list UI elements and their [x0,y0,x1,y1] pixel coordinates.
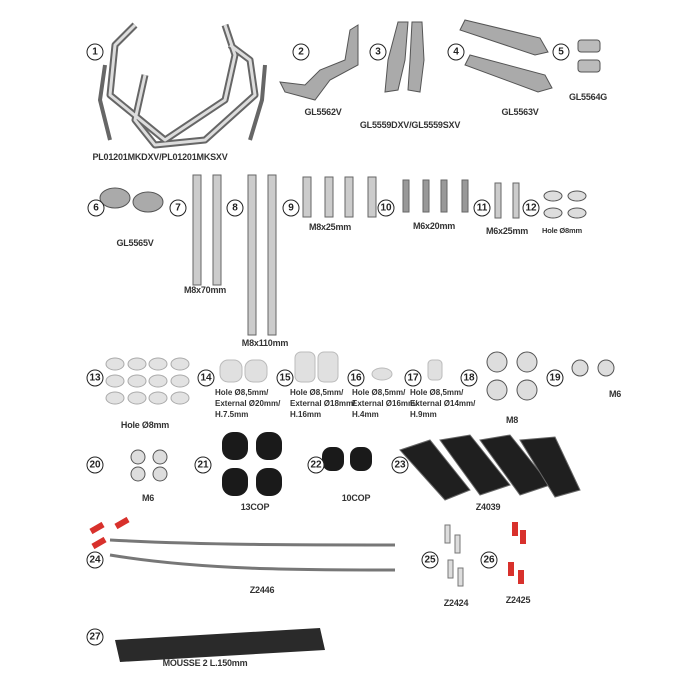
item-label-11: M6x20mm [412,221,456,231]
item-number-1: 1 [86,43,104,61]
item-label-26: Z2425 [505,595,531,605]
foam-strip [115,628,325,662]
description-line: H.9mm [410,410,437,419]
item-description-15: Hole Ø8,5mm/External Ø18mm/H.16mm [290,387,355,420]
bolts [192,174,520,336]
item-label-9: M8x110mm [241,338,289,348]
item-number-26: 26 [480,551,498,569]
item-number-13: 13 [86,369,104,387]
item-number-6: 6 [87,199,105,217]
item-number-14: 14 [197,369,215,387]
item-number-27: 27 [86,628,104,646]
pannier-frames-inner [108,23,257,147]
item-number-3: 3 [369,43,387,61]
item-label-2: GL5562V [304,107,342,117]
item-label-12b: Hole Ø8mm [542,226,582,235]
item-number-4: 4 [447,43,465,61]
plates-gl5563v [459,19,553,93]
item-label-5: GL5564G [568,92,608,102]
description-line: H.16mm [290,410,322,419]
description-line: External Ø14mm/ [410,399,476,408]
item-description-14: Hole Ø8,5mm/External Ø20mm/H.7.5mm [215,387,280,420]
item-label-10: M8x25mm [308,222,352,232]
description-line: H.4mm [352,410,379,419]
cable-z2446 [109,538,396,572]
washers-13 [105,357,190,405]
item-label-12: M6x25mm [485,226,529,236]
item-number-15: 15 [276,369,294,387]
item-number-9: 9 [282,199,300,217]
item-number-25: 25 [421,551,439,569]
item-label-6: GL5565V [116,238,154,248]
brackets-gl5559 [384,21,425,93]
item-label-23: Z4039 [475,502,501,512]
rubber-sleeves-z4039 [399,434,581,501]
item-number-20: 20 [86,456,104,474]
item-label-27: MOUSSE 2 L.150mm [162,658,248,668]
item-label-1: PL01201MKDXV/PL01201MKSXV [92,152,228,162]
item-number-12: 12 [522,199,540,217]
connectors [89,516,526,584]
item-number-21: 21 [194,456,212,474]
description-line: External Ø16mm/ [352,399,418,408]
item-number-7: 7 [169,199,187,217]
item-number-23: 23 [391,456,409,474]
description-line: Hole Ø8,5mm/ [352,388,406,397]
description-line: Hole Ø8,5mm/ [215,388,269,397]
item-number-16: 16 [347,369,365,387]
item-number-8: 8 [226,199,244,217]
item-label-4: GL5563V [501,107,539,117]
item-label-3: GL5559DXV/GL5559SXV [359,120,461,130]
item-number-24: 24 [86,551,104,569]
item-label-25: Z2424 [443,598,469,608]
description-line: Hole Ø8,5mm/ [290,388,344,397]
item-label-24: Z2446 [249,585,275,595]
item-description-17: Hole Ø8,5mm/External Ø14mm/H.9mm [410,387,475,420]
item-number-5: 5 [552,43,570,61]
item-label-22: 10COP [341,493,371,503]
spacers [219,351,443,383]
caps [222,432,372,496]
item-label-20: M6 [141,493,155,503]
item-label-8: M8x70mm [183,285,227,295]
washers-12 [543,190,587,219]
plates-gl5565v [99,187,164,213]
nuts [130,351,615,482]
item-number-10: 10 [377,199,395,217]
item-description-16: Hole Ø8,5mm/External Ø16mm/H.4mm [352,387,417,420]
item-label-18: M8 [505,415,519,425]
item-number-2: 2 [292,43,310,61]
item-number-11: 11 [473,199,491,217]
item-number-18: 18 [460,369,478,387]
bracket-gl5562v [279,24,359,101]
spacers-gl5564g [577,39,601,73]
description-line: Hole Ø8,5mm/ [410,388,464,397]
item-label-13: Hole Ø8mm [120,420,170,430]
item-label-21: 13COP [240,502,270,512]
description-line: H.7.5mm [215,410,249,419]
terminals-z2424 [444,524,464,587]
description-line: External Ø18mm/ [290,399,356,408]
item-label-19: M6 [608,389,622,399]
item-number-19: 19 [546,369,564,387]
item-number-22: 22 [307,456,325,474]
item-number-17: 17 [404,369,422,387]
description-line: External Ø20mm/ [215,399,281,408]
